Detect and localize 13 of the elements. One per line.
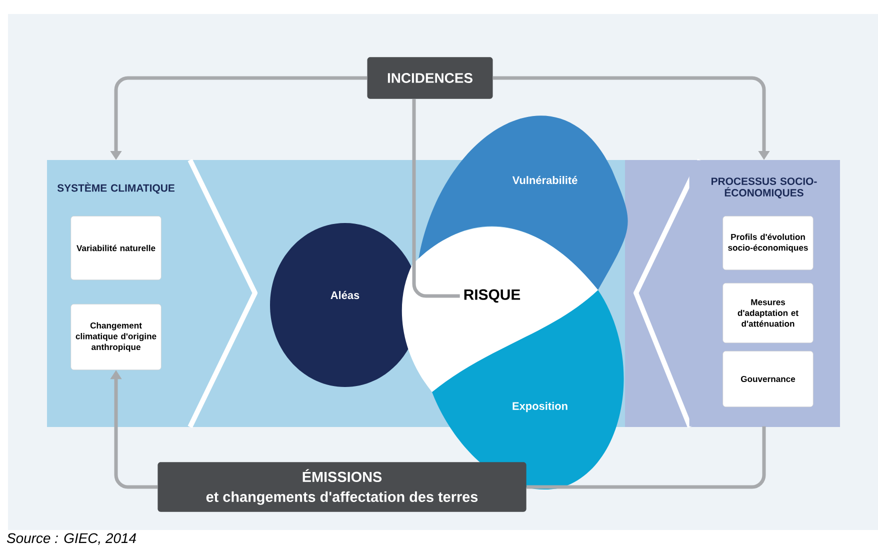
label-box: INCIDENCES bbox=[367, 57, 493, 99]
text-box: Profils d'évolution socio-économiques bbox=[722, 216, 814, 270]
risk-centre: RISQUE bbox=[402, 226, 598, 392]
text-box: Mesures d'adaptation et d'atténuation bbox=[722, 282, 814, 344]
text-box: Variabilité naturelle bbox=[70, 216, 162, 280]
connector bbox=[526, 426, 766, 489]
petal: Aléas bbox=[270, 223, 420, 387]
label-box: ÉMISSIONS et changements d'affectation des terres bbox=[158, 462, 526, 512]
caption: Source : GIEC, 2014 bbox=[6, 533, 136, 545]
connector bbox=[412, 99, 460, 298]
petal: Vulnérabilité bbox=[418, 116, 628, 290]
text-box: Changement climatique d'origine anthropique bbox=[70, 304, 162, 370]
text-box: Gouvernance bbox=[722, 350, 814, 408]
